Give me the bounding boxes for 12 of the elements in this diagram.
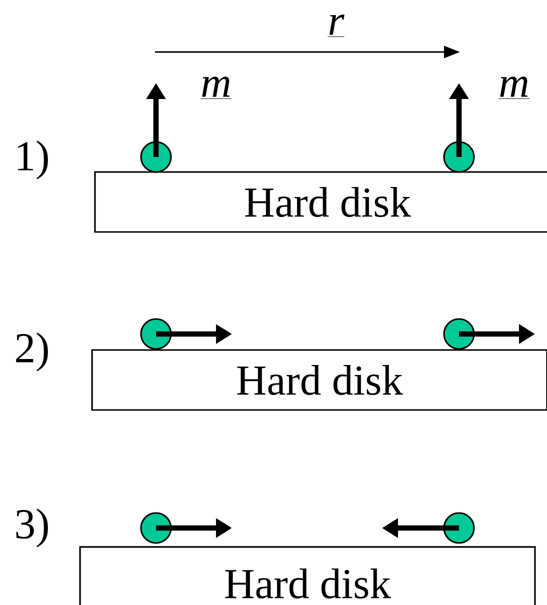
step-number: 2)	[16, 332, 48, 372]
vector-label: m	[498, 76, 530, 99]
ball	[443, 318, 475, 350]
ball	[443, 141, 475, 173]
step-number: 3)	[16, 508, 48, 548]
ball	[140, 318, 172, 350]
vector-label: r	[327, 14, 345, 37]
step-number: 1)	[18, 140, 48, 180]
ball	[140, 512, 172, 544]
ball	[443, 512, 475, 544]
vector-label: m	[200, 76, 232, 99]
ball	[140, 141, 172, 173]
